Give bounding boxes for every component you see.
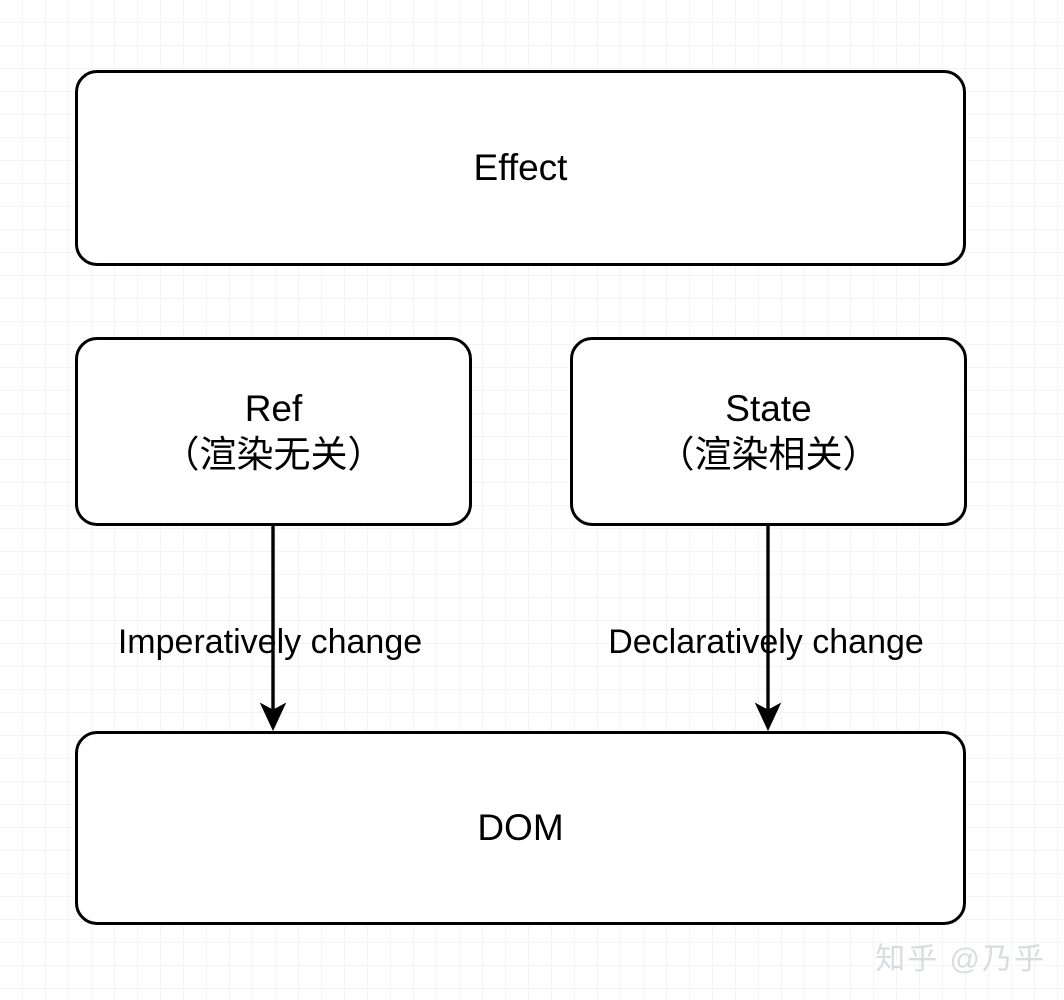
watermark: 知乎 @乃乎 bbox=[875, 943, 1046, 976]
node-dom[interactable]: DOM bbox=[75, 731, 966, 925]
node-state-subtitle: （渲染相关） bbox=[657, 433, 880, 475]
edge-label-imperatively-change: Imperatively change bbox=[117, 623, 423, 661]
node-ref-subtitle: （渲染无关） bbox=[162, 433, 385, 475]
edge-label-declaratively-change: Declaratively change bbox=[608, 623, 924, 661]
node-effect[interactable]: Effect bbox=[75, 70, 966, 266]
node-ref-title: Ref bbox=[244, 388, 303, 430]
node-state[interactable]: State （渲染相关） bbox=[570, 337, 967, 526]
node-ref[interactable]: Ref （渲染无关） bbox=[75, 337, 472, 526]
node-state-title: State bbox=[725, 388, 812, 430]
node-dom-title: DOM bbox=[477, 807, 564, 849]
node-effect-title: Effect bbox=[473, 147, 568, 189]
